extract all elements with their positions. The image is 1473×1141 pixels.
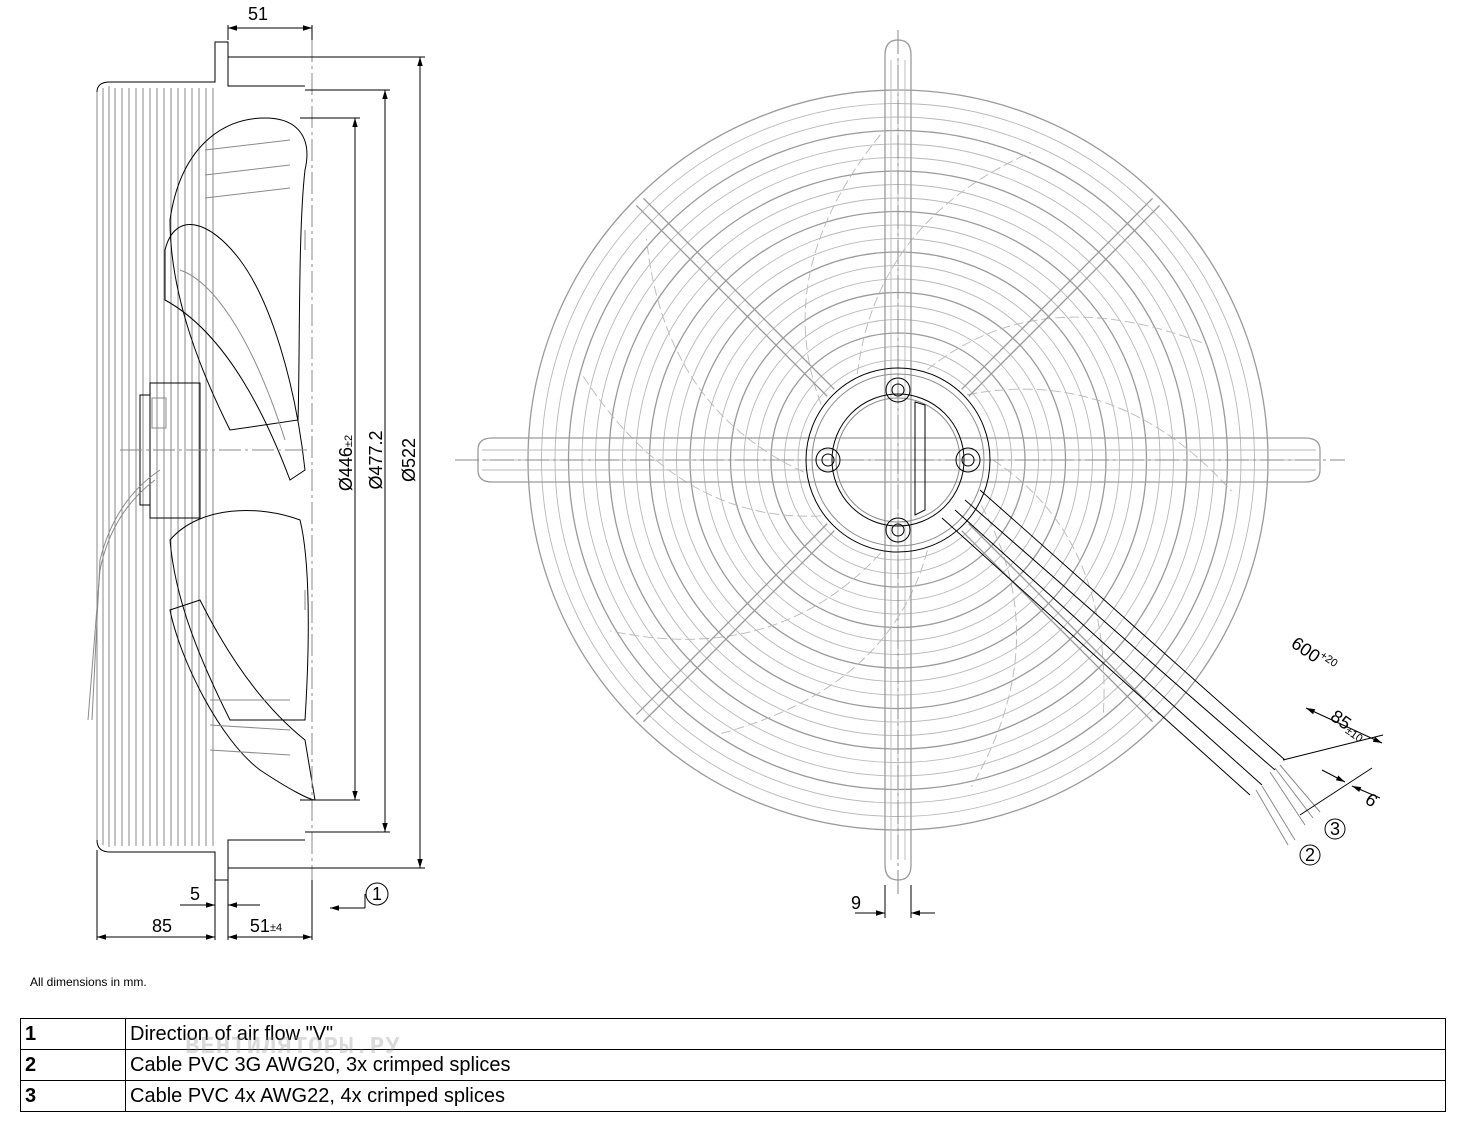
side-view-drawing xyxy=(87,25,425,940)
table-row: 3 Cable PVC 4x AWG22, 4x crimped splices xyxy=(20,1080,1446,1112)
legend-text: Cable PVC 3G AWG20, 3x crimped splices xyxy=(125,1049,1446,1081)
dim-85-cable: 85±10 xyxy=(1326,706,1369,745)
technical-drawing: 51 Ø446±2 Ø477.2 Ø522 5 85 51±4 1 xyxy=(87,4,1384,940)
callout-2: 2 xyxy=(1305,845,1315,865)
watermark: ВЕНТИЛЯТОРЫ.РУ xyxy=(185,1034,401,1061)
callout-1: 1 xyxy=(372,884,382,904)
dim-9: 9 xyxy=(851,893,861,913)
legend-number: 1 xyxy=(20,1018,126,1050)
callout-3: 3 xyxy=(1330,819,1340,839)
dim-446: Ø446±2 xyxy=(336,435,356,491)
callout-3-circle xyxy=(1324,818,1346,840)
dim-51-bottom: 51±4 xyxy=(250,916,282,936)
legend-table: 1 Direction of air flow "V" 2 Cable PVC … xyxy=(20,1018,1446,1112)
legend-number: 3 xyxy=(20,1080,126,1112)
units-note: All dimensions in mm. xyxy=(30,975,147,989)
legend-text: Cable PVC 4x AWG22, 4x crimped splices xyxy=(125,1080,1446,1112)
front-view-drawing xyxy=(455,30,1384,918)
callout-1-circle xyxy=(365,882,389,906)
dim-5: 5 xyxy=(190,884,200,904)
dim-51-top: 51 xyxy=(248,4,268,24)
dim-522: Ø522 xyxy=(399,438,419,482)
dim-477: Ø477.2 xyxy=(366,430,386,489)
dim-6: 6 xyxy=(1362,789,1382,811)
callout-2-circle xyxy=(1299,844,1321,866)
dim-85: 85 xyxy=(152,916,172,936)
dim-600: 600+20 xyxy=(1288,632,1340,677)
legend-number: 2 xyxy=(20,1049,126,1081)
